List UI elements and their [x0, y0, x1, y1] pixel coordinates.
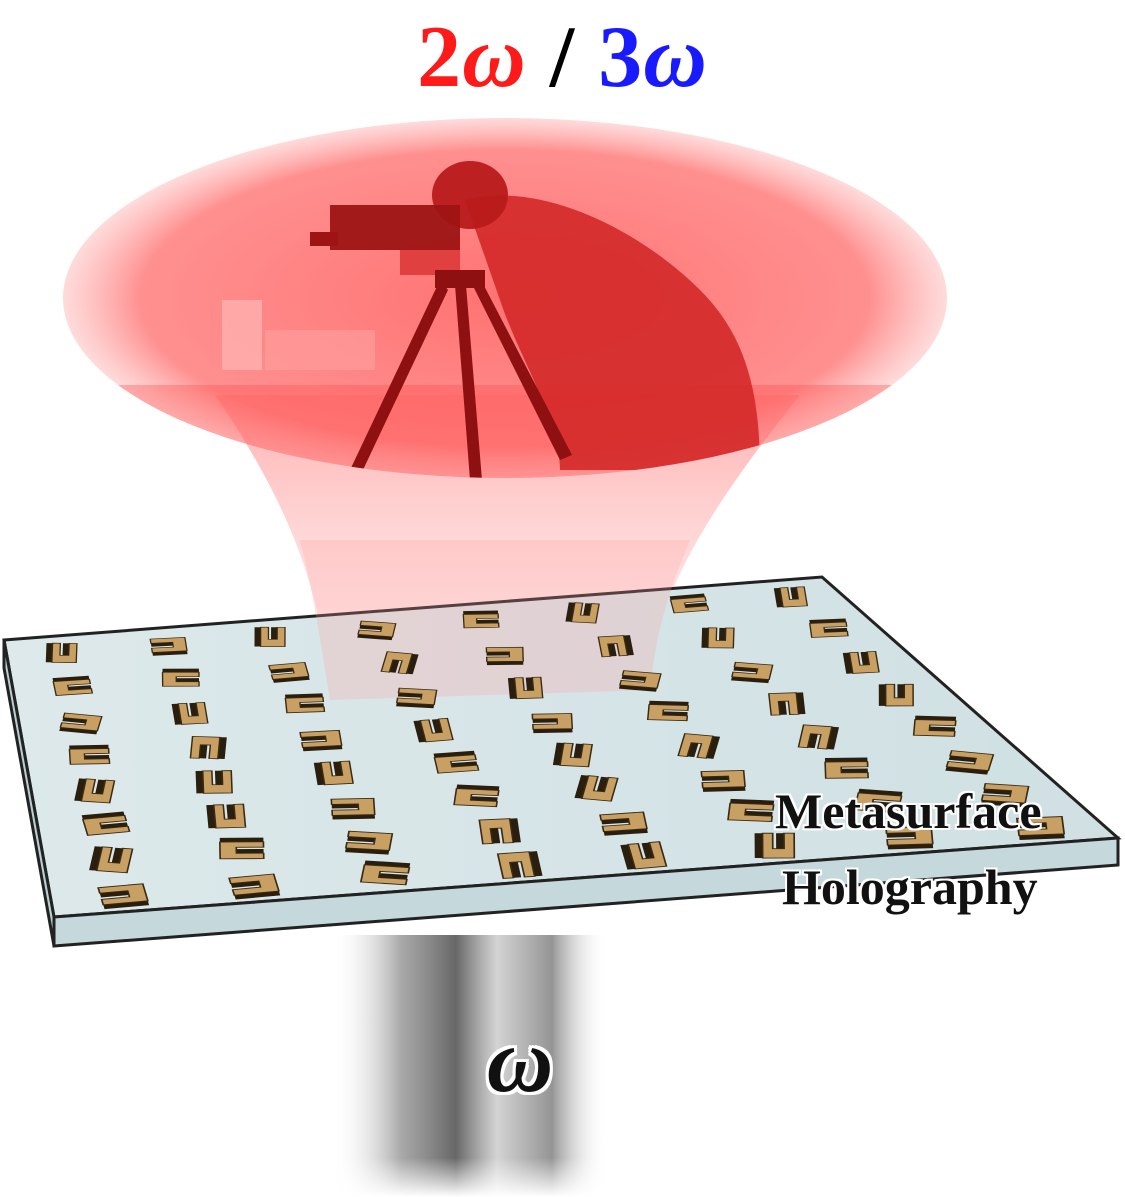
meta-atom — [433, 750, 480, 774]
meta-atom-array — [45, 586, 1066, 910]
meta-atom — [574, 775, 619, 802]
meta-atom — [299, 729, 343, 752]
meta-atom — [912, 715, 957, 737]
fundamental-frequency-label: ω — [486, 1009, 554, 1111]
meta-atom — [599, 811, 648, 836]
input-beam — [332, 935, 607, 1197]
meta-atom — [189, 735, 227, 760]
meta-atom — [359, 860, 411, 886]
meta-atom — [59, 712, 103, 735]
meta-atom — [395, 687, 438, 709]
meta-atom — [646, 700, 690, 722]
meta-atom — [195, 770, 233, 794]
meta-atom — [219, 837, 265, 860]
meta-atom — [97, 883, 150, 910]
meta-atom — [620, 841, 668, 870]
third-harmonic-label: 3ω — [598, 9, 708, 106]
meta-atom — [149, 636, 188, 656]
meta-atom — [980, 783, 1030, 808]
meta-atom — [171, 701, 209, 725]
meta-atom — [161, 668, 200, 687]
meta-atom — [344, 830, 394, 855]
meta-atom — [453, 784, 500, 808]
meta-atom — [268, 661, 310, 683]
meta-atom — [478, 818, 521, 845]
meta-atom — [81, 811, 131, 836]
meta-atom — [552, 742, 594, 768]
meta-atom — [254, 626, 286, 647]
meta-atom — [797, 724, 840, 750]
meta-atom — [313, 760, 354, 786]
meta-atom — [330, 797, 376, 820]
meta-atom — [773, 586, 809, 608]
meta-atom — [68, 744, 111, 765]
meta-atom — [485, 646, 524, 666]
meta-atom — [496, 851, 543, 879]
meta-atom — [380, 651, 419, 675]
meta-atom — [45, 642, 78, 664]
meta-atom — [701, 627, 735, 649]
meta-atom — [74, 778, 116, 804]
meta-atom — [731, 661, 774, 684]
harmonic-title: 2ω / 3ω — [0, 8, 1125, 108]
meta-atom — [462, 610, 500, 629]
meta-atom — [357, 620, 397, 641]
meta-atom — [853, 788, 903, 814]
meta-atom — [727, 798, 775, 822]
meta-atom — [507, 676, 544, 700]
meta-atom — [842, 650, 880, 674]
meta-atom — [885, 826, 934, 850]
meta-atom — [945, 750, 995, 775]
metasurface-label: Metasurface — [775, 783, 1042, 839]
meta-atom — [597, 635, 634, 658]
meta-atom — [768, 692, 806, 716]
meta-atom — [677, 733, 721, 759]
meta-atom — [618, 670, 662, 692]
holography-label: Holography — [782, 859, 1038, 915]
meta-atom — [413, 717, 454, 743]
meta-atom — [89, 846, 134, 874]
meta-atom — [824, 757, 869, 779]
second-harmonic-label: 2ω — [417, 9, 527, 106]
meta-atom — [754, 832, 796, 859]
omega-symbol: ω — [643, 9, 708, 106]
meta-atom — [700, 769, 746, 792]
hologram-image — [63, 118, 947, 478]
title-separator: / — [549, 9, 576, 106]
meta-atom — [565, 602, 600, 624]
meta-atom — [878, 683, 914, 707]
meta-atom — [228, 873, 281, 900]
meta-atom — [206, 803, 247, 829]
meta-atom — [531, 713, 574, 734]
meta-atom — [1015, 816, 1066, 840]
meta-atom — [809, 618, 849, 638]
meta-atom — [669, 593, 710, 614]
meta-atom — [52, 675, 94, 696]
meta-atom — [284, 693, 326, 714]
